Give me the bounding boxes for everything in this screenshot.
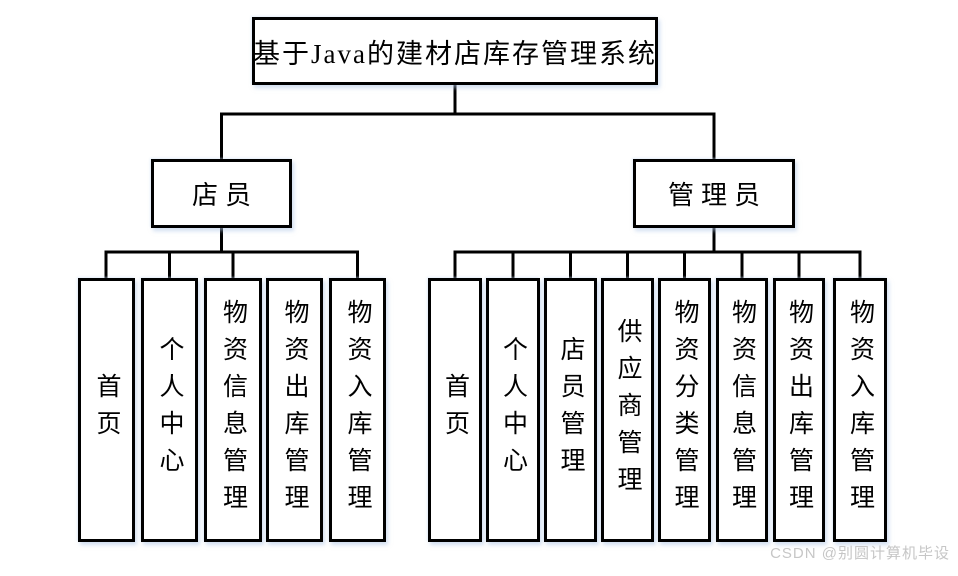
root-node-label: 基于Java的建材店库存管理系统 xyxy=(253,38,657,69)
admin-leaf-home: 首页 xyxy=(428,278,482,542)
admin-leaf-supplier-mgmt: 供应商管理 xyxy=(601,278,654,542)
clerk-node: 店员 xyxy=(151,159,292,228)
admin-leaf-material-category-mgmt: 物资分类管理 xyxy=(658,278,711,542)
admin-leaf-clerk-mgmt: 店员管理 xyxy=(544,278,597,542)
leaf-label: 物资信息管理 xyxy=(219,299,247,521)
root-node: 基于Java的建材店库存管理系统 xyxy=(252,17,658,85)
clerk-leaf-personal-center: 个人中心 xyxy=(141,278,198,542)
clerk-leaf-home: 首页 xyxy=(78,278,135,542)
connector-clerk-to-leaves xyxy=(104,228,359,278)
admin-leaf-material-info-mgmt: 物资信息管理 xyxy=(716,278,768,542)
admin-leaf-material-inbound-mgmt: 物资入库管理 xyxy=(833,278,887,542)
watermark: CSDN @别圆计算机毕设 xyxy=(770,545,950,562)
leaf-label: 店员管理 xyxy=(557,336,584,484)
clerk-leaf-material-outbound-mgmt: 物资出库管理 xyxy=(266,278,323,542)
leaf-label: 物资入库管理 xyxy=(846,299,874,521)
leaf-label: 个人中心 xyxy=(499,336,527,484)
leaf-label: 物资出库管理 xyxy=(281,299,308,521)
leaf-label: 供应商管理 xyxy=(614,317,641,503)
leaf-label: 物资出库管理 xyxy=(785,299,813,521)
connector-root-to-roles xyxy=(220,85,716,159)
connector-admin-to-leaves xyxy=(453,228,862,278)
leaf-label: 首页 xyxy=(93,373,120,447)
leaf-label: 首页 xyxy=(441,373,469,447)
clerk-node-label: 店员 xyxy=(191,181,258,210)
clerk-leaf-material-info-mgmt: 物资信息管理 xyxy=(204,278,262,542)
admin-leaf-material-outbound-mgmt: 物资出库管理 xyxy=(773,278,825,542)
leaf-label: 个人中心 xyxy=(156,336,183,484)
admin-node-label: 管理员 xyxy=(667,181,767,210)
clerk-leaf-material-inbound-mgmt: 物资入库管理 xyxy=(329,278,386,542)
leaf-label: 物资信息管理 xyxy=(728,299,756,521)
admin-leaf-personal-center: 个人中心 xyxy=(486,278,540,542)
leaf-label: 物资分类管理 xyxy=(671,299,698,521)
admin-node: 管理员 xyxy=(633,159,795,228)
leaf-label: 物资入库管理 xyxy=(344,299,371,521)
